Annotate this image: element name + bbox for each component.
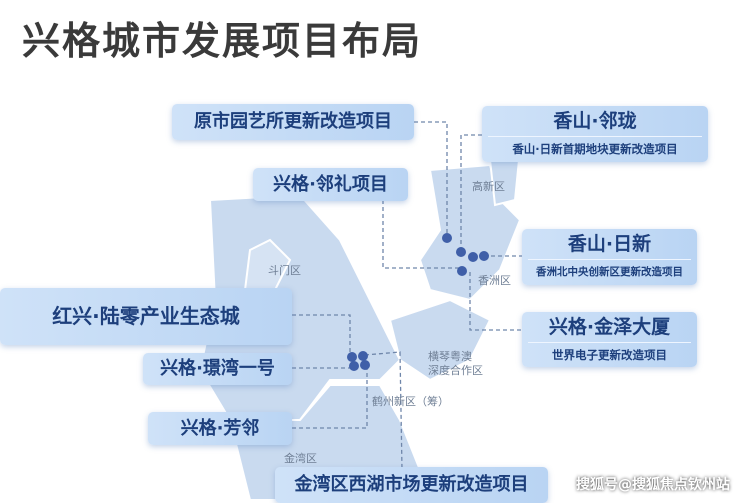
- project-box: 香山·邻珑香山·日新首期地块更新改造项目: [482, 106, 708, 162]
- project-box: 原市园艺所更新改造项目: [172, 104, 414, 140]
- district-label: 高新区: [472, 180, 505, 193]
- district-label: 斗门区: [268, 264, 301, 277]
- project-box: 兴格·璟湾一号: [143, 353, 292, 385]
- district-label: 香洲区: [478, 274, 511, 287]
- project-box: 兴格·金泽大厦世界电子更新改造项目: [522, 312, 697, 367]
- district-label: 深度合作区: [428, 364, 483, 377]
- project-box: 红兴·陆零产业生态城: [0, 288, 292, 345]
- district-label: 鹤州新区（筹）: [372, 395, 449, 408]
- district-label: 金湾区: [284, 452, 317, 465]
- project-box: 香山·日新香洲北中央创新区更新改造项目: [522, 229, 697, 285]
- project-box: 金湾区西湖市场更新改造项目: [275, 467, 548, 503]
- page-title: 兴格城市发展项目布局: [22, 19, 423, 63]
- project-dots: [347, 233, 489, 371]
- map-region-island: [243, 238, 292, 302]
- project-box: 兴格·芳邻: [148, 412, 292, 445]
- watermark: 搜狐号@搜狐焦点钦州站: [576, 477, 730, 493]
- district-label: 横琴粤澳: [428, 350, 472, 363]
- project-box: 兴格·邻礼项目: [253, 168, 408, 201]
- connector-lines: [292, 121, 522, 471]
